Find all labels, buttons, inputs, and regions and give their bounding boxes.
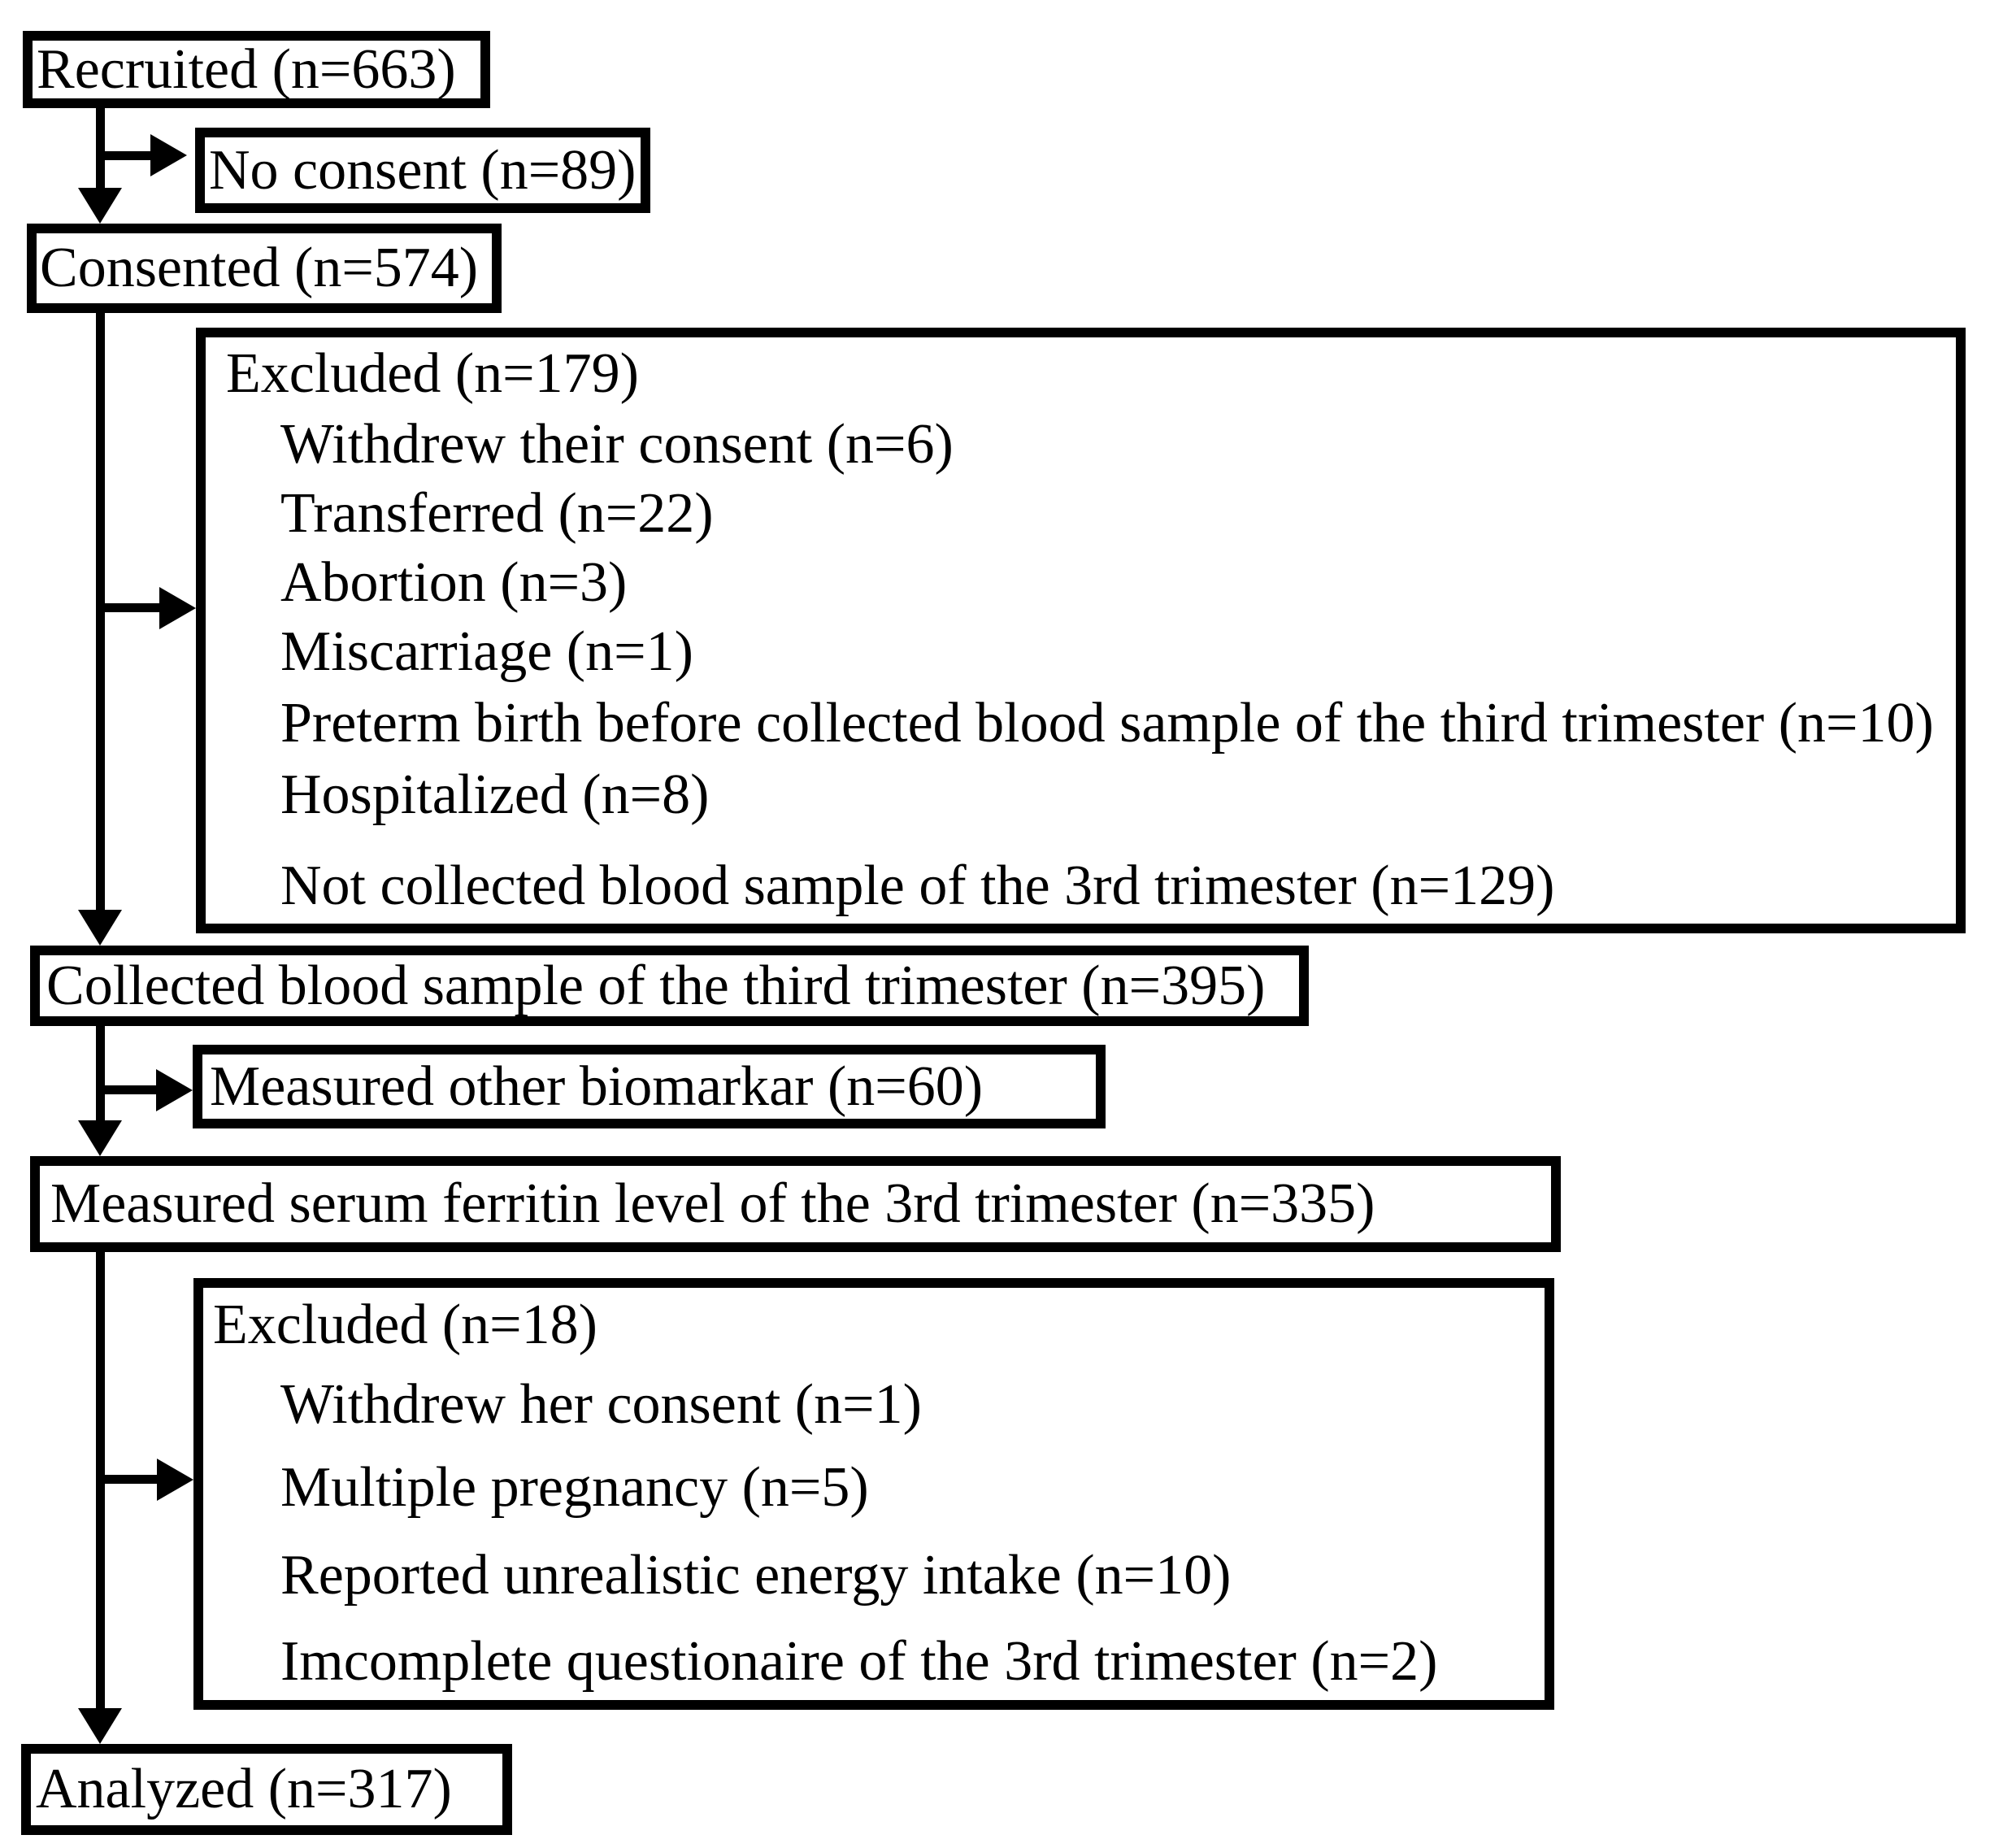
arrowhead-down-consented-icon xyxy=(78,188,122,224)
excluded2-item: Imcomplete questionaire of the 3rd trime… xyxy=(280,1630,1438,1693)
excluded1-item: Miscarriage (n=1) xyxy=(280,620,693,683)
flow-line-consented-collected xyxy=(96,313,105,914)
analyzed-label: Analyzed (n=317) xyxy=(36,1758,452,1820)
arrowhead-right-biomarker-icon xyxy=(156,1069,193,1111)
arrowhead-down-ferritin-icon xyxy=(78,1120,122,1156)
ferritin-label: Measured serum ferritin level of the 3rd… xyxy=(50,1172,1375,1235)
arrowhead-right-excluded2-icon xyxy=(157,1459,193,1501)
flow-branch-no-consent xyxy=(96,151,153,160)
ferritin-box: Measured serum ferritin level of the 3rd… xyxy=(30,1156,1561,1252)
excluded1-box xyxy=(196,328,1966,933)
arrowhead-down-collected-icon xyxy=(78,910,122,946)
excluded1-item: Preterm birth before collected blood sam… xyxy=(280,692,1934,754)
flow-branch-excluded2 xyxy=(96,1475,159,1484)
flow-branch-excluded1 xyxy=(96,603,161,612)
excluded2-item: Multiple pregnancy (n=5) xyxy=(280,1456,869,1519)
recruited-label: Recruited (n=663) xyxy=(37,37,456,101)
consented-box: Consented (n=574) xyxy=(27,224,502,313)
excluded1-item: Transferred (n=22) xyxy=(280,482,714,545)
flow-line-recruited-consented xyxy=(96,108,105,189)
excluded2-item: Reported unrealistic energy intake (n=10… xyxy=(280,1544,1232,1607)
excluded1-item: Hospitalized (n=8) xyxy=(280,763,710,826)
analyzed-box: Analyzed (n=317) xyxy=(21,1744,512,1835)
excluded2-box xyxy=(193,1278,1554,1710)
no-consent-label: No consent (n=89) xyxy=(209,138,637,202)
arrowhead-right-excluded1-icon xyxy=(159,587,196,629)
biomarker-label: Measured other biomarkar (n=60) xyxy=(210,1054,984,1118)
excluded1-item: Withdrew their consent (n=6) xyxy=(280,413,954,476)
no-consent-box: No consent (n=89) xyxy=(195,128,650,213)
consented-label: Consented (n=574) xyxy=(40,237,479,299)
excluded1-item: Abortion (n=3) xyxy=(280,551,628,614)
arrowhead-right-no-consent-icon xyxy=(150,134,187,176)
arrowhead-down-analyzed-icon xyxy=(78,1708,122,1744)
flow-branch-biomarker xyxy=(96,1085,158,1094)
excluded2-item: Withdrew her consent (n=1) xyxy=(280,1373,922,1436)
excluded1-item: Not collected blood sample of the 3rd tr… xyxy=(280,854,1555,917)
flow-line-collected-ferritin xyxy=(96,1026,105,1124)
excluded2-header: Excluded (n=18) xyxy=(213,1294,597,1356)
collected-label: Collected blood sample of the third trim… xyxy=(46,954,1266,1017)
collected-box: Collected blood sample of the third trim… xyxy=(30,946,1309,1026)
recruited-box: Recruited (n=663) xyxy=(23,31,490,108)
biomarker-box: Measured other biomarkar (n=60) xyxy=(193,1045,1106,1128)
excluded1-header: Excluded (n=179) xyxy=(226,342,639,405)
